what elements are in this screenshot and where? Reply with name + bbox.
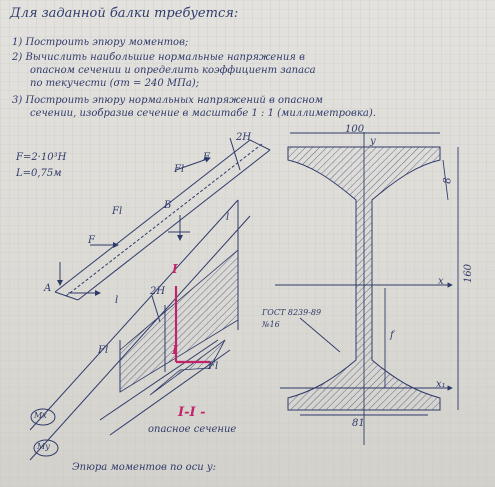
beam-sketch [29, 137, 271, 461]
force-f-top: F [203, 152, 210, 163]
width-bottom-label: 81 [352, 418, 365, 429]
force-f-left: F [88, 235, 95, 246]
task-1: 1) Построить эпюру моментов; [12, 37, 189, 48]
given-force: F=2·10³Н [16, 152, 67, 163]
dim-f-label: f [390, 330, 394, 341]
task-3-line-1: 3) Построить эпюру нормальных напряжений… [12, 95, 323, 106]
point-a-label: A [44, 283, 52, 294]
task-2-line-3: по текучести (σт = 240 МПа); [30, 78, 200, 89]
section-axes [275, 132, 459, 445]
given-length: L=0,75м [16, 168, 62, 179]
section-subtitle: опасное сечение [148, 424, 237, 435]
axis-x1-label: x₁ [436, 379, 446, 390]
gost-label: ГОСТ 8239-89 [262, 308, 322, 317]
section-mark-top: I [172, 262, 178, 276]
point-b-label: B [164, 200, 172, 211]
task-3-line-2: сечении, изобразив сечение в масштабе 1 … [30, 108, 376, 119]
diagram-mx-label: Мх [34, 411, 47, 420]
length-l-left: l [115, 295, 119, 306]
force-fl-diagram: Fl [208, 361, 219, 372]
width-top-label: 100 [345, 124, 365, 135]
footer-note: Эпюра моментов по оси y: [72, 462, 216, 473]
axis-x-label: x [438, 276, 444, 287]
force-fl-low: Fl [98, 345, 109, 356]
dim-2h-mid: 2H [150, 286, 166, 297]
task-2-line-1: 2) Вычислить наибольшие нормальные напря… [12, 52, 305, 63]
length-l-right: l [226, 212, 230, 223]
page-title: Для заданной балки требуется: [10, 6, 239, 21]
height-label: 160 [463, 263, 475, 284]
axis-y-label: y [370, 136, 376, 147]
profile-number: №16 [262, 320, 280, 329]
section-mark-bottom: I [172, 343, 178, 357]
dim-2h-top: 2H [236, 132, 252, 143]
flange-label: 8 [442, 177, 454, 184]
diagram-my-label: Му [37, 442, 50, 451]
section-title: I-I - [178, 405, 206, 420]
dangerous-section [174, 286, 210, 364]
task-2-line-2: опасном сечении и определить коэффициент… [30, 65, 316, 76]
force-fl-mid: Fl [112, 206, 123, 217]
force-fl-top: Fl [174, 164, 185, 175]
